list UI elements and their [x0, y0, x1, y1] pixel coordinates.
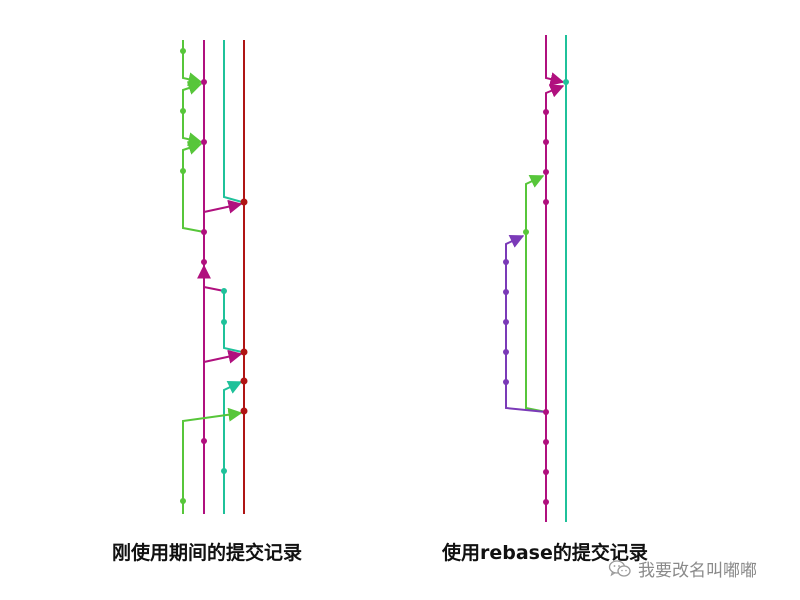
commit-dot-52 [503, 319, 509, 325]
merge-line-15 [223, 381, 243, 470]
commit-dot-29 [221, 468, 227, 474]
watermark-text: 我要改名叫嘟嘟 [638, 561, 757, 581]
merge-line-14 [203, 286, 225, 292]
merge-line-12 [203, 349, 243, 364]
commit-dot-47 [543, 499, 549, 505]
merge-line-8 [182, 141, 203, 171]
branch-line-35 [545, 84, 565, 112]
commit-dot-43 [543, 199, 549, 205]
commit-dot-40 [543, 109, 549, 115]
watermark: 我要改名叫嘟嘟 [608, 556, 757, 581]
commit-dot-27 [221, 288, 227, 294]
left-caption: 刚使用期间的提交记录 [112, 542, 303, 564]
commit-dot-41 [543, 139, 549, 145]
commit-dot-50 [503, 259, 509, 265]
commit-dot-19 [180, 108, 186, 114]
commit-dot-31 [240, 348, 248, 356]
commit-dot-18 [180, 48, 186, 54]
commit-dot-54 [503, 379, 509, 385]
commit-dot-32 [240, 377, 248, 385]
rebase-line-39 [505, 235, 547, 413]
merge-line-5 [182, 48, 203, 87]
merge-line-16 [182, 407, 243, 501]
merge-line-9 [182, 171, 205, 233]
commit-dot-21 [180, 498, 186, 504]
commit-dot-26 [201, 438, 207, 444]
commit-dot-33 [240, 407, 248, 415]
right-caption: 使用rebase的提交记录 [442, 542, 648, 564]
commit-dot-48 [563, 79, 569, 85]
commit-dot-23 [201, 139, 207, 145]
commit-dot-45 [543, 439, 549, 445]
commit-dot-22 [201, 79, 207, 85]
wechat-icon [608, 559, 631, 577]
branch-line-34 [545, 35, 565, 86]
commit-dot-42 [543, 169, 549, 175]
merge-line-7 [182, 110, 203, 147]
commit-dot-30 [240, 198, 248, 206]
rebase-line-38 [525, 175, 547, 413]
commit-dot-25 [201, 259, 207, 265]
merge-line-11 [203, 199, 243, 214]
commit-dot-51 [503, 289, 509, 295]
commit-dot-24 [201, 229, 207, 235]
commit-dot-44 [543, 409, 549, 415]
commit-dot-28 [221, 319, 227, 325]
merge-line-6 [182, 81, 203, 110]
commit-dot-20 [180, 168, 186, 174]
commit-dot-49 [523, 229, 529, 235]
commit-dot-53 [503, 349, 509, 355]
commit-dot-46 [543, 469, 549, 475]
branch-line-1 [223, 40, 243, 203]
